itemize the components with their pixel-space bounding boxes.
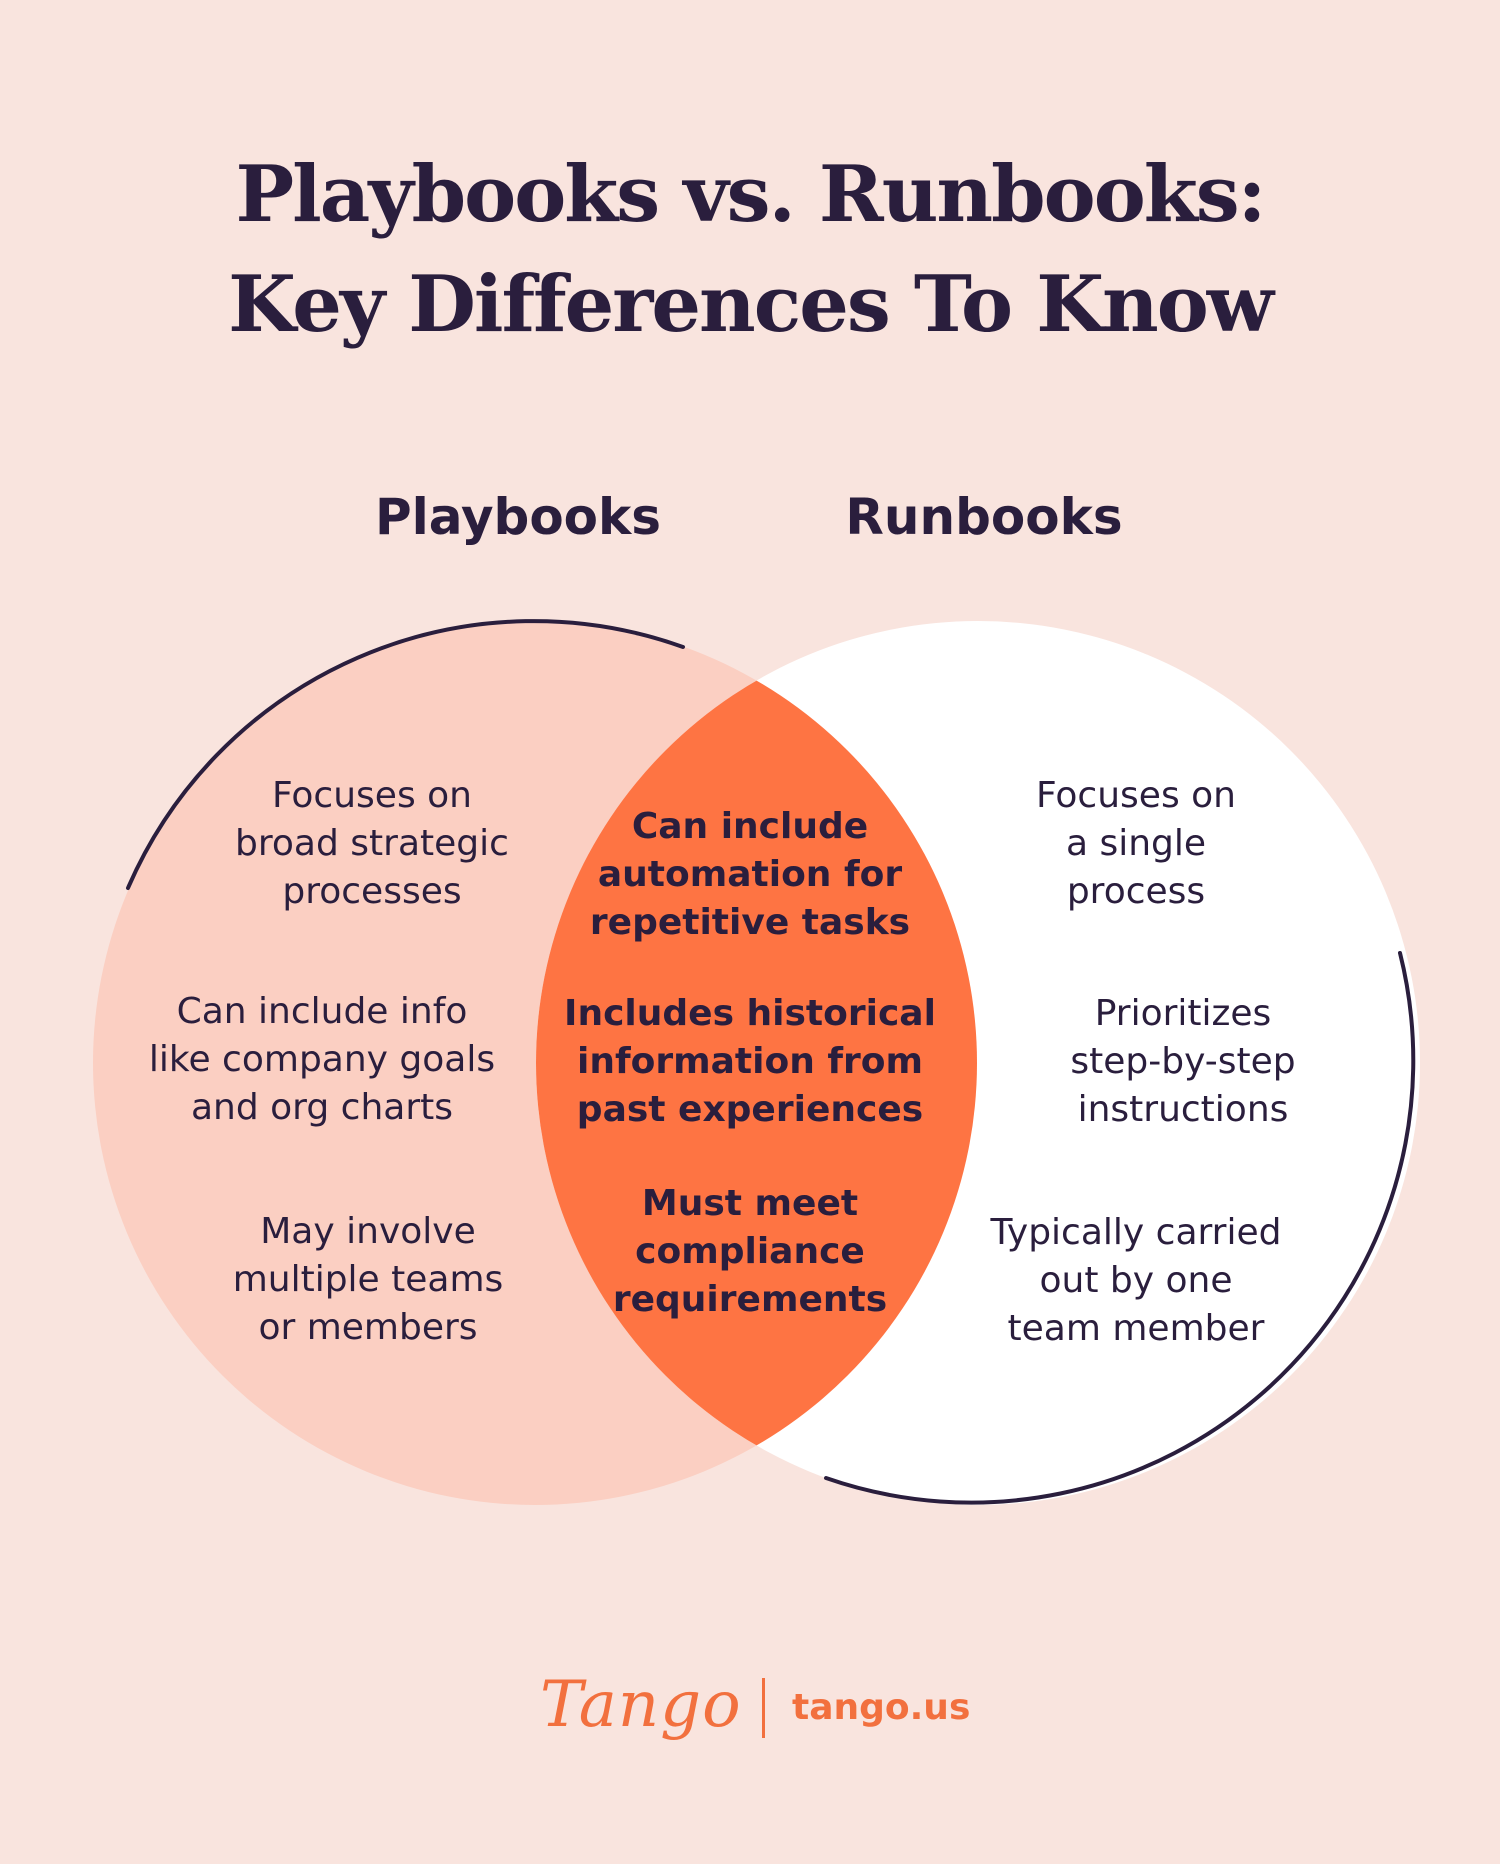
item-line: broad strategic	[235, 823, 509, 864]
footer-divider	[762, 1678, 765, 1738]
playbooks-item: May involve multiple teams or members	[178, 1208, 558, 1352]
runbooks-item: Typically carried out by one team member	[946, 1209, 1326, 1353]
item-line: Can include	[631, 806, 869, 847]
runbooks-item: Prioritizes step-by-step instructions	[993, 990, 1373, 1134]
runbooks-item: Focuses on a single process	[946, 772, 1326, 916]
item-line: and org charts	[190, 1087, 453, 1128]
item-line: Typically carried	[990, 1212, 1282, 1253]
item-line: information from	[576, 1041, 924, 1082]
playbooks-outline-arc	[126, 619, 685, 890]
item-line: Focuses on	[271, 775, 472, 816]
item-line: step-by-step	[1070, 1041, 1296, 1082]
title-line-1: Playbooks vs. Runbooks:	[235, 149, 1267, 240]
tango-logo: Tango	[540, 1668, 742, 1742]
item-line: automation for	[597, 854, 903, 895]
item-line: Can include info	[176, 991, 468, 1032]
shared-item: Includes historical information from pas…	[550, 990, 950, 1134]
item-line: repetitive tasks	[589, 902, 911, 943]
item-line: Includes historical	[564, 993, 936, 1034]
item-line: or members	[258, 1307, 478, 1348]
runbooks-outline-arc	[824, 951, 1416, 1505]
shared-item: Can include automation for repetitive ta…	[550, 803, 950, 947]
item-line: a single	[1065, 823, 1207, 864]
page-title: Playbooks vs. Runbooks: Key Differences …	[0, 140, 1500, 360]
item-line: like company goals	[148, 1039, 496, 1080]
item-line: Focuses on	[1035, 775, 1236, 816]
item-line: processes	[282, 871, 462, 912]
item-line: Must meet	[641, 1183, 859, 1224]
playbooks-item: Can include info like company goals and …	[132, 988, 512, 1132]
item-line: process	[1066, 871, 1206, 912]
shared-item: Must meet compliance requirements	[550, 1180, 950, 1324]
item-line: out by one	[1039, 1260, 1233, 1301]
footer-site-link[interactable]: tango.us	[792, 1687, 971, 1728]
item-line: multiple teams	[232, 1259, 504, 1300]
item-line: compliance	[635, 1231, 865, 1272]
item-line: requirements	[612, 1279, 888, 1320]
item-line: May involve	[260, 1211, 476, 1252]
overlap-region	[536, 621, 977, 1505]
item-line: Prioritizes	[1094, 993, 1272, 1034]
title-line-2: Key Differences To Know	[228, 259, 1274, 350]
footer: Tango tango.us	[540, 1670, 980, 1780]
item-line: team member	[1007, 1308, 1265, 1349]
playbooks-heading: Playbooks	[374, 488, 662, 546]
item-line: instructions	[1077, 1089, 1289, 1130]
playbooks-item: Focuses on broad strategic processes	[182, 772, 562, 916]
item-line: past experiences	[576, 1089, 924, 1130]
runbooks-heading: Runbooks	[845, 488, 1123, 546]
